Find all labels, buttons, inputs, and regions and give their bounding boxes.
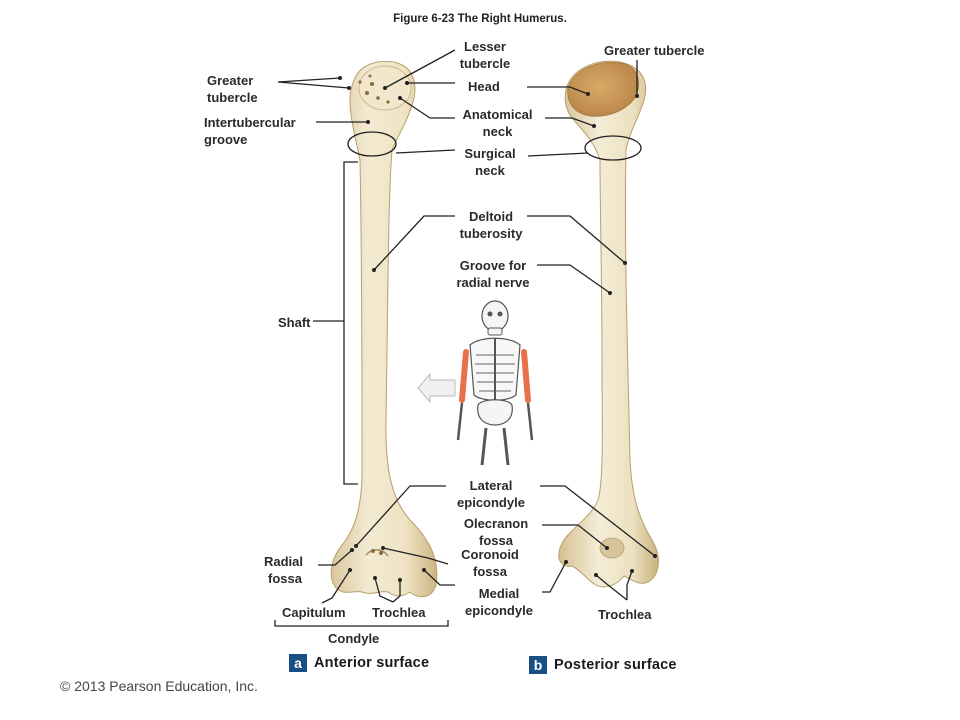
panel-b-badge: b: [529, 656, 547, 674]
label-line: Lesser: [464, 39, 506, 54]
panel-a-caption: a Anterior surface: [289, 654, 429, 672]
label-line: Greater: [207, 73, 254, 88]
label-line: Olecranon: [463, 516, 529, 531]
label-groove-radial-nerve: Groove for radial nerve: [440, 257, 546, 291]
label-capitulum: Capitulum: [282, 605, 346, 620]
label-line: Intertubercular: [204, 115, 296, 130]
label-trochlea-right: Trochlea: [598, 607, 652, 622]
label-line: tuberosity: [459, 226, 523, 241]
label-line: Anatomical: [462, 107, 533, 122]
label-line: fossa: [479, 533, 513, 548]
label-line: tubercle: [459, 56, 511, 71]
label-line: Medial: [478, 586, 520, 601]
label-trochlea-left: Trochlea: [372, 605, 426, 620]
label-line: tubercle: [207, 90, 258, 105]
label-shaft: Shaft: [278, 315, 311, 330]
label-medial-epicondyle: Medial epicondyle: [452, 585, 546, 619]
posterior-humerus: [558, 60, 659, 588]
label-line: epicondyle: [457, 495, 525, 510]
label-line: Coronoid: [461, 547, 519, 562]
panel-a-label: Anterior surface: [314, 655, 430, 671]
panel-a-badge: a: [289, 654, 307, 672]
label-lesser-tubercle: Lesser tubercle: [440, 38, 530, 72]
figure-title: Figure 6-23 The Right Humerus.: [393, 13, 567, 25]
label-line: epicondyle: [465, 603, 533, 618]
label-line: Radial: [264, 554, 304, 569]
label-line: fossa: [473, 564, 507, 579]
label-intertubercular-groove: Intertubercular groove: [204, 114, 296, 148]
label-radial-fossa: Radial fossa: [264, 553, 303, 587]
label-line: Groove for: [459, 258, 527, 273]
label-line: Surgical: [464, 146, 516, 161]
label-coronoid-fossa: Coronoid fossa: [448, 546, 532, 580]
panel-b-caption: b Posterior surface: [529, 656, 677, 674]
panel-b-label: Posterior surface: [554, 657, 677, 673]
label-head: Head: [468, 79, 500, 94]
label-line: fossa: [268, 571, 302, 586]
label-line: Deltoid: [468, 209, 514, 224]
label-line: Lateral: [469, 478, 513, 493]
label-line: radial nerve: [456, 275, 530, 290]
label-line: neck: [482, 124, 513, 139]
label-line: neck: [475, 163, 505, 178]
label-greater-tubercle-left: Greater tubercle: [207, 72, 258, 106]
label-deltoid-tuberosity: Deltoid tuberosity: [446, 208, 536, 242]
label-olecranon-fossa: Olecranon fossa: [452, 515, 540, 549]
leader-dots: [338, 76, 657, 582]
label-lateral-epicondyle: Lateral epicondyle: [446, 477, 536, 511]
skeleton-thumbnail: [417, 300, 534, 466]
label-surgical-neck: Surgical neck: [450, 145, 530, 179]
label-greater-tubercle-right: Greater tubercle: [604, 43, 705, 58]
anterior-humerus: [330, 60, 438, 598]
label-anatomical-neck: Anatomical neck: [450, 106, 545, 140]
copyright: © 2013 Pearson Education, Inc.: [60, 678, 258, 694]
label-condyle: Condyle: [328, 631, 380, 646]
leader-lines: [274, 49, 656, 627]
label-line: groove: [204, 132, 248, 147]
